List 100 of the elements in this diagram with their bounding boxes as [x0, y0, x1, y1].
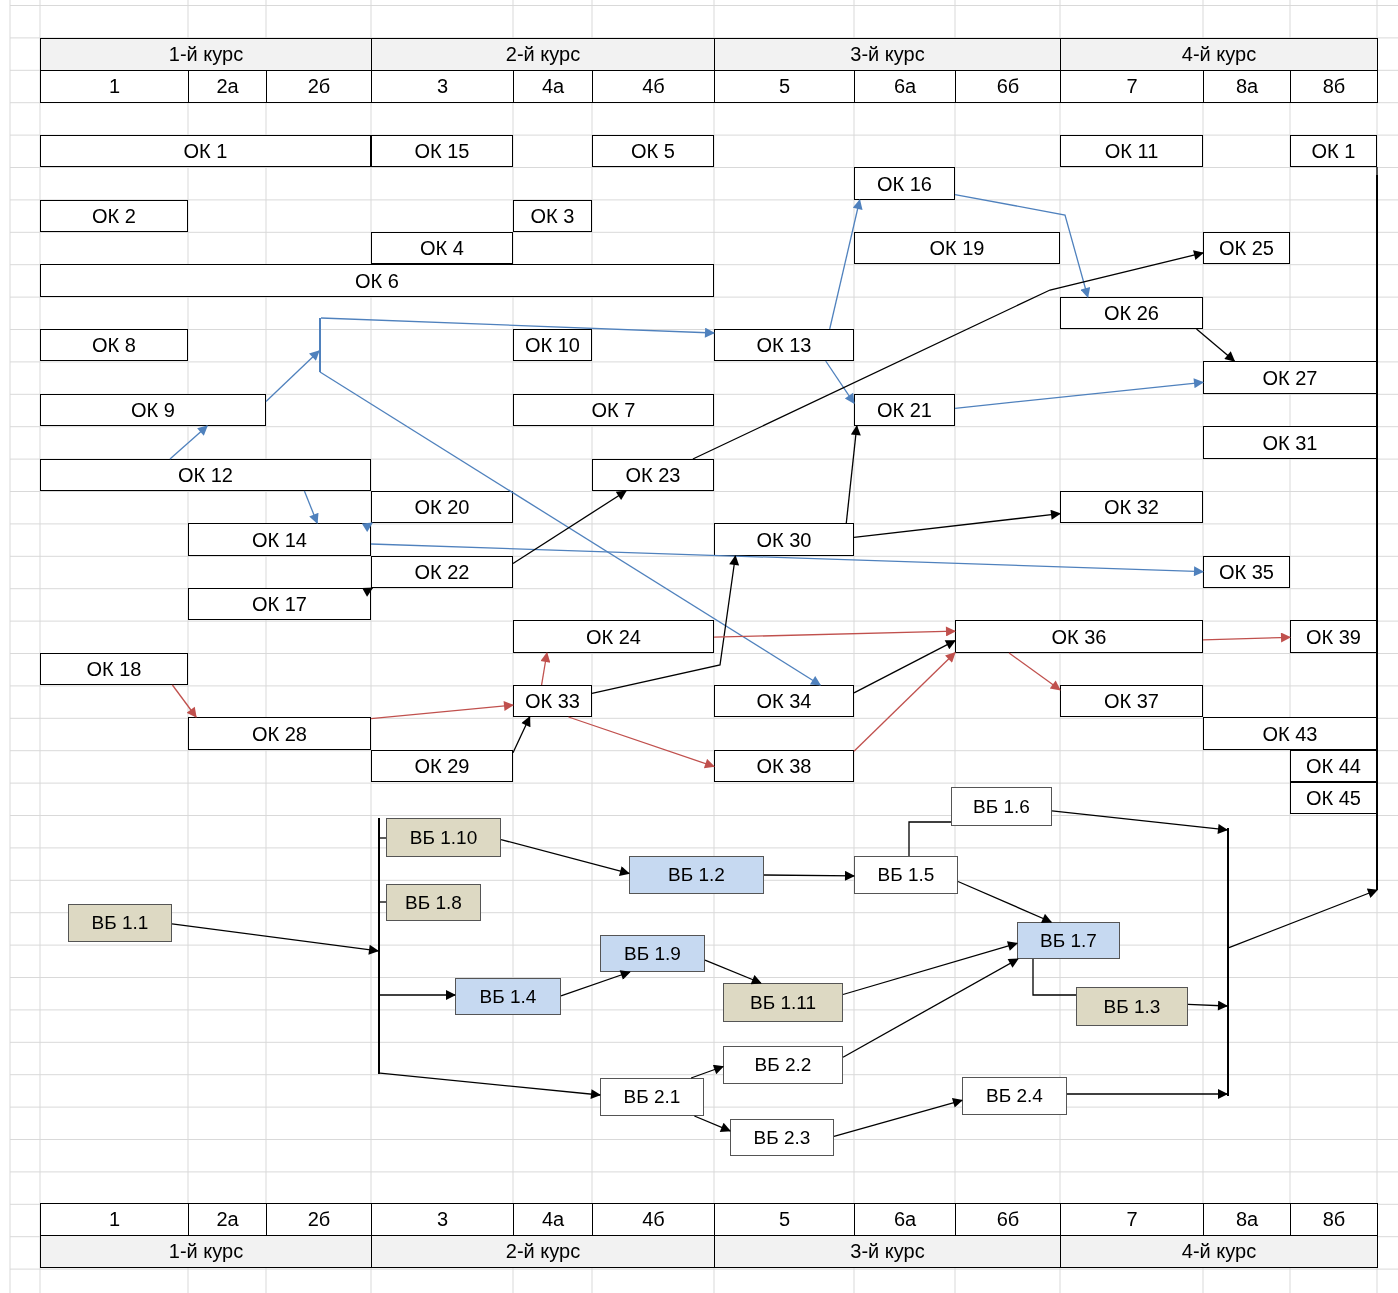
elective-box — [386, 884, 481, 921]
arrow — [512, 490, 627, 565]
course-box — [40, 653, 188, 685]
arrow — [842, 941, 1018, 996]
arrow — [825, 360, 855, 404]
arrow — [379, 1072, 601, 1100]
arrow — [1008, 652, 1061, 691]
arrow — [829, 199, 863, 330]
arrow — [370, 700, 514, 720]
semester-header-cell: 8б — [1290, 1203, 1378, 1236]
semester-header-cell: 2б — [266, 70, 372, 103]
course-box — [188, 717, 371, 750]
course-box — [40, 394, 266, 426]
semester-header-cell: 8а — [1203, 70, 1291, 103]
arrow — [1051, 810, 1228, 834]
course-box — [513, 394, 714, 426]
course-box — [1060, 491, 1203, 523]
semester-header-cell: 4а — [513, 70, 593, 103]
arrow — [1202, 632, 1291, 643]
connector-line — [1032, 958, 1077, 996]
course-box — [513, 329, 592, 361]
course-box — [1290, 135, 1377, 167]
elective-box — [962, 1077, 1067, 1115]
arrow — [1187, 1000, 1228, 1011]
arrow — [1228, 888, 1378, 949]
elective-box — [386, 818, 501, 857]
course-box — [592, 459, 714, 491]
course-box — [371, 491, 513, 523]
year-header-cell: 1-й курс — [40, 1235, 372, 1268]
arrow — [320, 317, 715, 338]
arrow — [370, 543, 1204, 577]
semester-header-cell: 3 — [371, 70, 514, 103]
elective-box — [600, 935, 705, 972]
junction-line — [1227, 828, 1229, 1096]
year-header-cell: 3-й курс — [714, 1235, 1061, 1268]
course-box — [714, 685, 854, 717]
elective-box — [629, 856, 764, 894]
connector-line — [908, 821, 952, 857]
course-box — [40, 459, 371, 491]
course-box — [1060, 685, 1203, 717]
year-header-cell: 4-й курс — [1060, 1235, 1378, 1268]
course-box — [1203, 232, 1290, 264]
course-box — [188, 588, 371, 620]
arrow — [303, 490, 319, 524]
course-box — [371, 750, 513, 782]
elective-box — [723, 983, 843, 1022]
arrow — [379, 990, 456, 1000]
course-box — [1290, 782, 1377, 814]
arrow — [1195, 328, 1236, 362]
arrow — [540, 652, 551, 686]
semester-header-cell: 5 — [714, 70, 855, 103]
course-box — [714, 523, 854, 556]
semester-header-cell: 6б — [955, 70, 1061, 103]
elective-box — [951, 787, 1052, 826]
course-box — [714, 750, 854, 782]
elective-box — [730, 1119, 834, 1156]
year-header-cell: 2-й курс — [371, 38, 715, 71]
arrow — [1066, 1089, 1228, 1099]
arrow — [954, 378, 1204, 409]
arrow — [704, 959, 762, 985]
course-box — [854, 167, 955, 200]
semester-header-cell: 2а — [188, 1203, 267, 1236]
course-box — [40, 264, 714, 297]
arrow — [560, 970, 631, 997]
connector-line — [379, 901, 387, 903]
semester-header-cell: 6а — [854, 70, 956, 103]
arrow — [763, 870, 855, 881]
semester-header-cell: 8б — [1290, 70, 1378, 103]
course-box — [371, 232, 513, 264]
arrow — [853, 509, 1061, 538]
course-box — [513, 620, 714, 653]
arrow — [361, 522, 373, 533]
course-box — [371, 556, 513, 588]
course-box — [513, 685, 592, 717]
elective-box — [455, 978, 561, 1015]
junction-line — [1376, 175, 1378, 890]
arrow — [265, 350, 320, 403]
arrow — [842, 958, 1019, 1058]
course-box — [40, 200, 188, 232]
course-box — [40, 135, 371, 167]
elective-box — [68, 904, 172, 942]
arrow — [567, 716, 715, 769]
course-box — [513, 200, 592, 232]
course-box — [1060, 297, 1203, 329]
semester-header-cell: 2б — [266, 1203, 372, 1236]
year-header-cell: 3-й курс — [714, 38, 1061, 71]
semester-header-cell: 5 — [714, 1203, 855, 1236]
course-box — [955, 620, 1203, 653]
arrow — [500, 838, 630, 876]
year-header-cell: 4-й курс — [1060, 38, 1378, 71]
arrow — [693, 1115, 731, 1132]
elective-box — [1017, 922, 1120, 959]
course-box — [714, 329, 854, 361]
course-box — [188, 523, 371, 556]
elective-box — [1076, 987, 1188, 1026]
arrow — [319, 371, 822, 686]
course-box — [854, 232, 1060, 264]
semester-header-cell: 4а — [513, 1203, 593, 1236]
semester-header-cell: 4б — [592, 70, 715, 103]
arrow — [957, 880, 1053, 923]
